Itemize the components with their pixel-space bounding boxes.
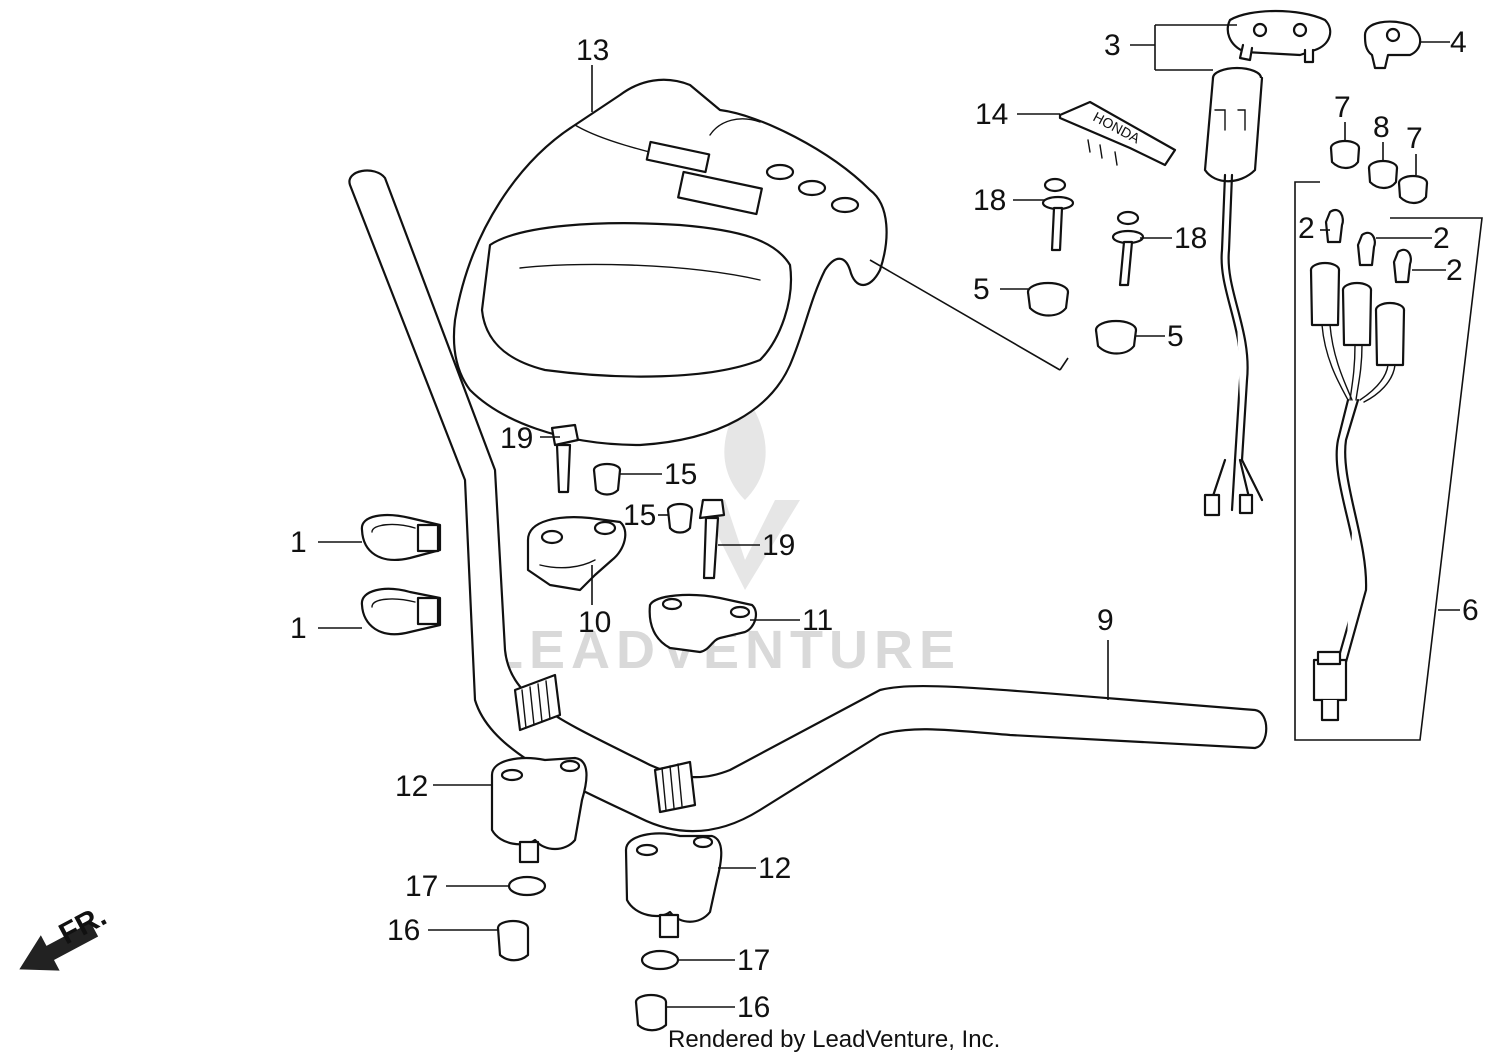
handlebar-pipe [348, 169, 1268, 833]
callout-12a: 12 [395, 770, 428, 803]
render-credit: Rendered by LeadVenture, Inc. [668, 1026, 1000, 1053]
callout-5b: 5 [1167, 320, 1184, 353]
indicator-socket-2c [1392, 248, 1412, 284]
handlebar-cover [452, 78, 1069, 447]
collar-15-upper [592, 462, 622, 496]
indicator-lens-7-left [1329, 139, 1361, 170]
washer-17-right [640, 949, 680, 971]
callout-7b: 7 [1406, 122, 1423, 155]
screw-18-right [1111, 210, 1145, 287]
callout-5a: 5 [973, 273, 990, 306]
wire-clamp-lower [360, 587, 442, 636]
callout-16b: 16 [737, 991, 770, 1024]
nut-16-left [496, 919, 530, 962]
honda-emblem: HONDA [1058, 100, 1177, 167]
callout-7a: 7 [1334, 91, 1351, 124]
lower-holder-12-right [624, 832, 723, 939]
callout-12b: 12 [758, 852, 791, 885]
upper-holder-10 [526, 516, 627, 592]
upper-holder-11 [648, 593, 758, 654]
callout-19a: 19 [500, 422, 533, 455]
indicator-lens-7-right [1397, 174, 1429, 205]
callout-16a: 16 [387, 914, 420, 947]
ignition-switch [1203, 9, 1332, 517]
callout-6: 6 [1462, 594, 1479, 627]
lower-holder-12-left [490, 756, 588, 864]
callout-3: 3 [1104, 29, 1121, 62]
callout-15b: 15 [623, 499, 656, 532]
callout-1b: 1 [290, 612, 307, 645]
grip-knurl-left [513, 673, 562, 732]
bolt-19-left [550, 423, 580, 494]
callout-18a: 18 [973, 184, 1006, 217]
callout-13: 13 [576, 34, 609, 67]
screw-18-left [1041, 177, 1075, 252]
indicator-harness [1309, 261, 1406, 722]
callout-17b: 17 [737, 944, 770, 977]
harness-bracket [1294, 181, 1483, 741]
callout-2b: 2 [1433, 222, 1450, 255]
leader-3 [1130, 24, 1237, 71]
indicator-socket-2b [1356, 231, 1376, 267]
callout-2a: 2 [1298, 212, 1315, 245]
callout-11: 11 [802, 604, 833, 637]
callout-2c: 2 [1446, 254, 1463, 287]
callout-14: 14 [975, 98, 1008, 131]
callout-8: 8 [1373, 111, 1390, 144]
callout-1a: 1 [290, 526, 307, 559]
bolt-19-right [698, 498, 726, 580]
wire-clamp-upper [360, 514, 442, 561]
indicator-lens-8 [1367, 159, 1399, 190]
callout-15a: 15 [664, 458, 697, 491]
callout-17a: 17 [405, 870, 438, 903]
grommet-5-left [1026, 281, 1070, 317]
collar-15-lower [666, 502, 694, 534]
front-direction-arrow [19, 922, 99, 971]
callout-18b: 18 [1174, 222, 1207, 255]
washer-17-left [507, 875, 547, 897]
nut-16-right [634, 993, 668, 1032]
callout-19b: 19 [762, 529, 795, 562]
grommet-5-right [1094, 319, 1138, 355]
callout-10: 10 [578, 606, 611, 639]
grip-knurl-right [653, 760, 697, 814]
callout-4: 4 [1450, 26, 1467, 59]
ignition-key [1363, 20, 1422, 70]
callout-9: 9 [1097, 604, 1114, 637]
indicator-socket-2a [1324, 208, 1344, 244]
